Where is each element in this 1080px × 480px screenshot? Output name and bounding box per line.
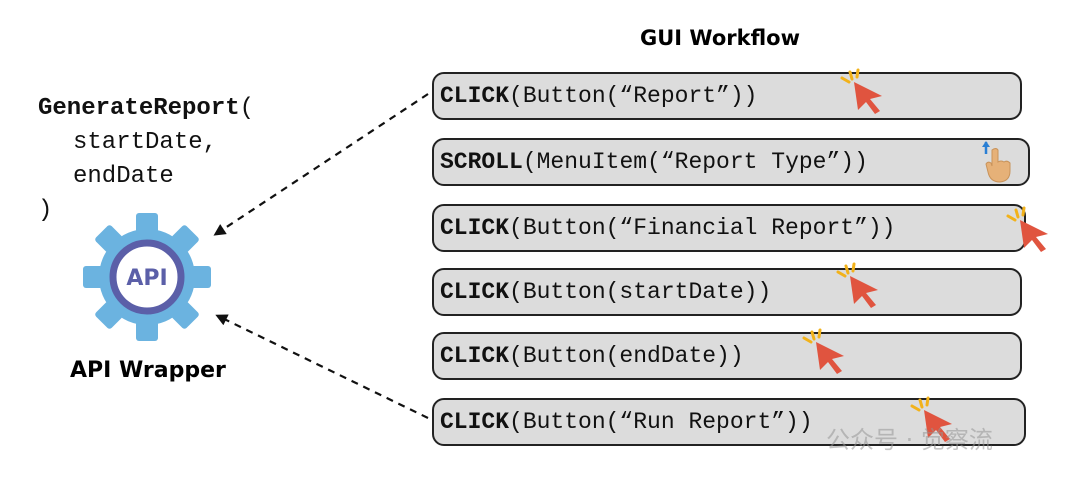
gear-icon: API <box>83 213 211 341</box>
workflow-step-4: CLICK(Button(startDate)) <box>432 268 1022 316</box>
step-action: CLICK <box>440 409 510 435</box>
step-action: CLICK <box>440 279 510 305</box>
scroll-hand-icon <box>982 141 1011 183</box>
click-cursor-icon <box>802 328 844 374</box>
click-cursor-icon <box>910 396 952 442</box>
arrow-bottom <box>215 314 429 419</box>
workflow-step-1: CLICK(Button(“Report”)) <box>432 72 1022 120</box>
api-close-paren: ) <box>38 197 53 224</box>
arrow-top <box>213 93 429 236</box>
step-args: (Button(startDate)) <box>509 279 772 305</box>
click-cursor-icon <box>836 262 878 308</box>
api-signature: GenerateReport( startDate, endDate ) <box>38 92 254 228</box>
workflow-step-5: CLICK(Button(endDate)) <box>432 332 1022 380</box>
step-args: (Button(“Report”)) <box>509 83 758 109</box>
watermark: 公众号 · 觉察流 <box>826 426 993 454</box>
api-param-startdate: startDate, <box>73 129 218 156</box>
step-action: SCROLL <box>440 149 523 175</box>
api-wrapper-label: API Wrapper <box>70 358 226 383</box>
api-param-enddate: endDate <box>73 163 174 190</box>
api-icon-label: API <box>126 266 167 291</box>
api-open-paren: ( <box>239 95 255 122</box>
api-function-name: GenerateReport <box>38 95 240 122</box>
step-args: (Button(“Financial Report”)) <box>509 215 896 241</box>
click-cursor-icon <box>840 68 882 114</box>
workflow-step-3: CLICK(Button(“Financial Report”)) <box>432 204 1026 252</box>
gui-workflow-title: GUI Workflow <box>640 26 800 50</box>
step-args: (Button(“Run Report”)) <box>509 409 813 435</box>
step-action: CLICK <box>440 215 510 241</box>
step-args: (Button(endDate)) <box>509 343 744 369</box>
click-cursor-icon <box>1006 206 1048 252</box>
workflow-step-2: SCROLL(MenuItem(“Report Type”)) <box>432 138 1030 186</box>
step-action: CLICK <box>440 343 510 369</box>
step-args: (MenuItem(“Report Type”)) <box>522 149 868 175</box>
step-action: CLICK <box>440 83 510 109</box>
